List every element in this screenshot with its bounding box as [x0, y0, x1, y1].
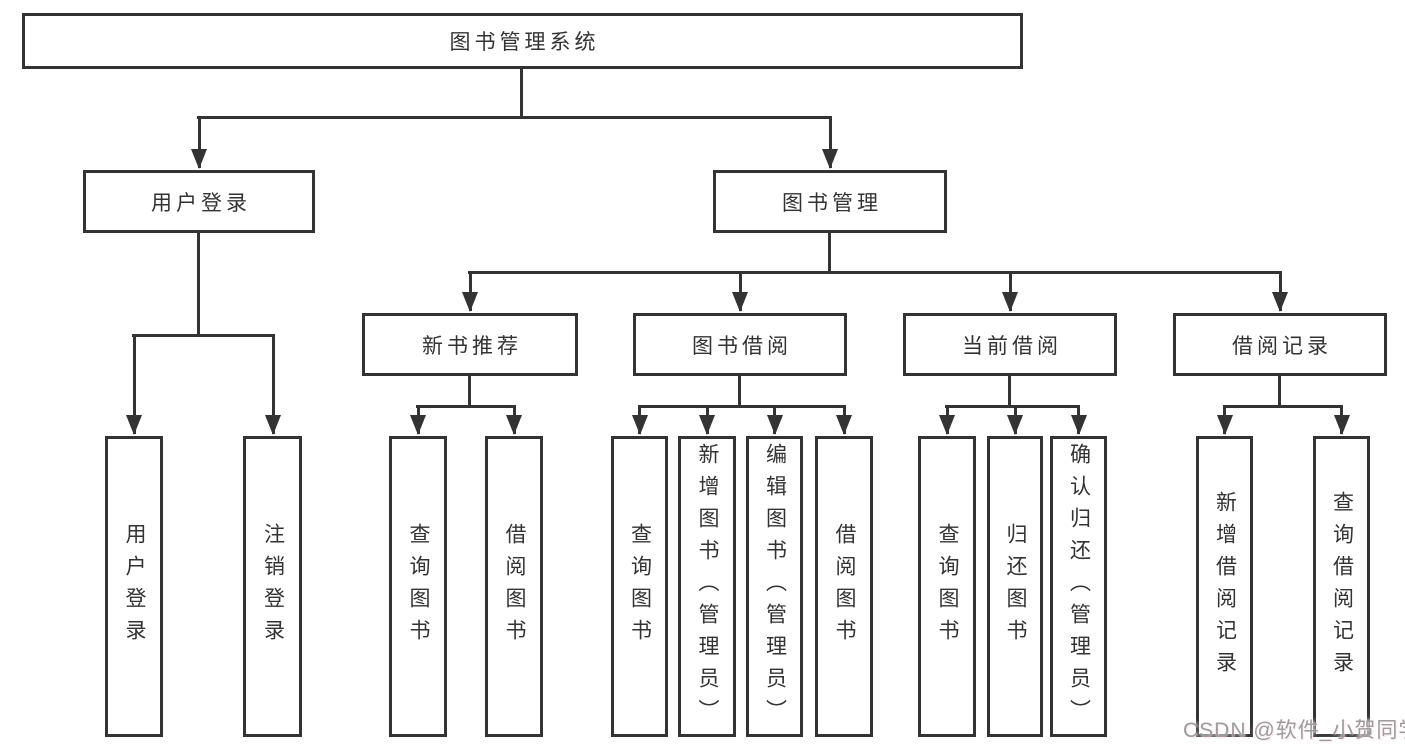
connector-book-management-stem	[828, 233, 831, 274]
connector-new-book-branch	[416, 405, 516, 408]
leaf-borrow-add-books-admin: 新增图书（管理员）	[678, 436, 736, 737]
leaf-borrow-borrow-books: 借阅图书	[815, 436, 873, 737]
arrow-borrow-edit	[766, 405, 783, 435]
leaf-current-confirm-return-admin: 确认归还（管理员）	[1050, 436, 1107, 737]
connector-user-login-branch	[132, 334, 274, 337]
arrow-current-query	[939, 405, 955, 435]
arrow-to-leaf-logout	[265, 334, 281, 435]
arrow-to-new-book-recommend	[462, 271, 478, 312]
leaf-current-return-books: 归还图书	[987, 436, 1043, 737]
connector-book-management-branch	[468, 271, 1282, 274]
node-user-login: 用户登录	[83, 170, 315, 233]
arrow-borrow-add	[699, 405, 715, 435]
arrow-newbook-query	[410, 405, 426, 435]
leaf-current-query-books: 查询图书	[918, 436, 976, 737]
arrow-to-user-login	[191, 116, 207, 169]
node-new-book-recommend: 新书推荐	[362, 313, 578, 376]
connector-user-login-stem	[197, 233, 200, 337]
arrow-to-leaf-login	[126, 334, 142, 435]
arrow-newbook-borrow	[506, 405, 522, 435]
connector-root-branch	[197, 116, 832, 119]
arrow-to-book-management	[822, 116, 838, 169]
arrow-current-return	[1007, 405, 1023, 435]
connector-book-borrow-stem	[738, 376, 741, 408]
connector-new-book-stem	[468, 376, 471, 408]
leaf-records-add-record: 新增借阅记录	[1196, 436, 1253, 737]
leaf-borrow-query-books: 查询图书	[611, 436, 668, 737]
connector-book-borrow-branch	[638, 405, 846, 408]
leaf-logout: 注销登录	[243, 436, 302, 737]
leaf-records-query-record: 查询借阅记录	[1313, 436, 1370, 737]
leaf-newbook-borrow-books: 借阅图书	[485, 436, 543, 737]
arrow-records-query	[1333, 405, 1350, 435]
node-borrow-records: 借阅记录	[1173, 313, 1387, 376]
arrow-borrow-borrow	[836, 405, 852, 435]
leaf-borrow-edit-books-admin: 编辑图书（管理员）	[746, 436, 803, 737]
connector-current-borrow-stem	[1008, 376, 1011, 408]
connector-borrow-records-branch	[1223, 405, 1343, 408]
leaf-newbook-query-books: 查询图书	[389, 436, 447, 737]
connector-current-borrow-branch	[945, 405, 1080, 408]
arrow-borrow-query	[631, 405, 648, 435]
node-book-management: 图书管理	[713, 170, 947, 233]
connector-root-stem	[520, 69, 523, 118]
arrow-records-add	[1216, 405, 1233, 435]
arrow-to-borrow-records	[1272, 271, 1288, 312]
leaf-user-login: 用户登录	[105, 436, 163, 737]
connector-borrow-records-stem	[1278, 376, 1281, 408]
arrow-to-current-borrow	[1002, 271, 1018, 312]
node-root: 图书管理系统	[22, 13, 1023, 69]
node-current-borrow: 当前借阅	[903, 313, 1117, 376]
arrow-to-book-borrow	[732, 271, 748, 312]
node-book-borrow: 图书借阅	[633, 313, 847, 376]
arrow-current-confirm	[1070, 405, 1087, 435]
csdn-watermark: CSDN @软件_小贺同学	[1183, 719, 1405, 742]
